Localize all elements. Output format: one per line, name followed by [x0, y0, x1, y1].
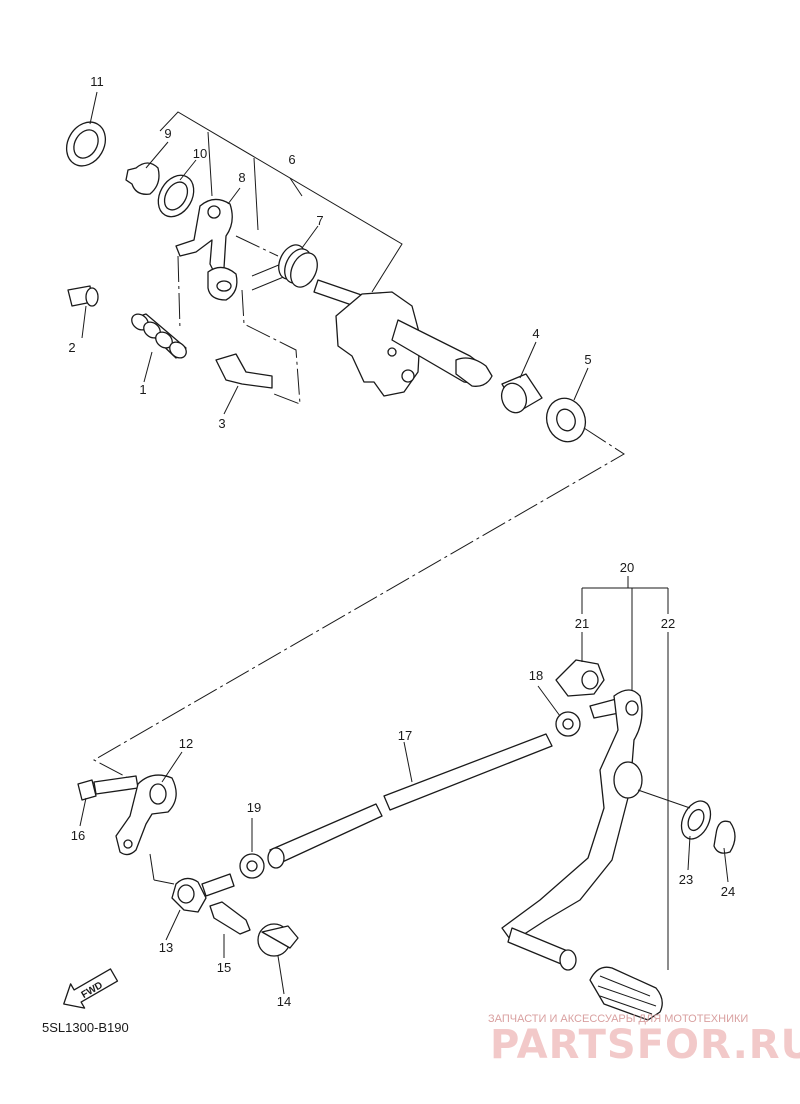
- callout-12: 12: [179, 736, 193, 751]
- part-1-spring: [131, 313, 187, 359]
- part-15-bolt: [209, 901, 251, 935]
- callout-21: 21: [575, 616, 589, 631]
- watermark-tagline: ЗАПЧАСТИ И АКСЕССУАРЫ ДЛЯ МОТОТЕХНИКИ: [488, 1013, 748, 1025]
- callout-22: 22: [661, 616, 675, 631]
- callout-3: 3: [218, 416, 225, 431]
- part-20-shift-pedal: [501, 689, 643, 971]
- callout-11: 11: [90, 74, 104, 89]
- callout-15: 15: [217, 960, 231, 975]
- fwd-arrow-icon: FWD: [63, 968, 119, 1009]
- part-2-pin: [67, 285, 99, 307]
- callout-5: 5: [584, 352, 591, 367]
- part-4-collar: [500, 373, 543, 414]
- callout-labels: 11 9 10 6 8 7 2 1 3 4 5 20 21 22 18 17 1…: [68, 74, 735, 1009]
- part-8-lever: [175, 198, 238, 301]
- callout-24: 24: [721, 884, 735, 899]
- part-10-washer: [157, 174, 195, 218]
- part-19-nut: [239, 853, 265, 879]
- part-21-rod-end: [555, 659, 605, 697]
- callout-16: 16: [71, 828, 85, 843]
- callout-9: 9: [164, 126, 171, 141]
- callout-2: 2: [68, 340, 75, 355]
- part-16-bolt: [77, 775, 139, 801]
- part-3-bolt: [215, 353, 273, 389]
- fwd-label: FWD: [80, 980, 105, 1001]
- watermark-brand: PARTSFOR.RU: [490, 1022, 800, 1068]
- part-6-shift-shaft: [313, 279, 493, 397]
- part-7-spring: [251, 244, 318, 291]
- callout-23: 23: [679, 872, 693, 887]
- part-18-nut: [555, 711, 581, 737]
- part-12-shift-arm: [115, 774, 177, 856]
- drawing-code: 5SL1300-B190: [42, 1020, 129, 1035]
- callout-1: 1: [139, 382, 146, 397]
- callout-14: 14: [277, 994, 291, 1009]
- callout-19: 19: [247, 800, 261, 815]
- part-13-rod-end: [149, 853, 235, 913]
- callout-18: 18: [529, 668, 543, 683]
- callout-20: 20: [620, 560, 634, 575]
- part-5-oil-seal: [545, 397, 587, 443]
- part-23-washer: [680, 800, 712, 840]
- part-22-pedal-rubber: [589, 966, 663, 1021]
- part-17-shift-rod: [267, 733, 553, 869]
- part-24-circlip: [713, 820, 736, 854]
- top-leader-lines: [81, 91, 589, 415]
- callout-7: 7: [316, 213, 323, 228]
- connection-line: [92, 427, 625, 781]
- callout-10: 10: [193, 146, 207, 161]
- part-14-cap: [257, 923, 299, 957]
- callout-4: 4: [532, 326, 539, 341]
- callout-8: 8: [238, 170, 245, 185]
- lower-leader-lines: [79, 576, 729, 995]
- part-11-washer: [65, 121, 107, 167]
- part-9-clip: [125, 162, 160, 195]
- callout-13: 13: [159, 940, 173, 955]
- callout-6: 6: [288, 152, 295, 167]
- callout-17: 17: [398, 728, 412, 743]
